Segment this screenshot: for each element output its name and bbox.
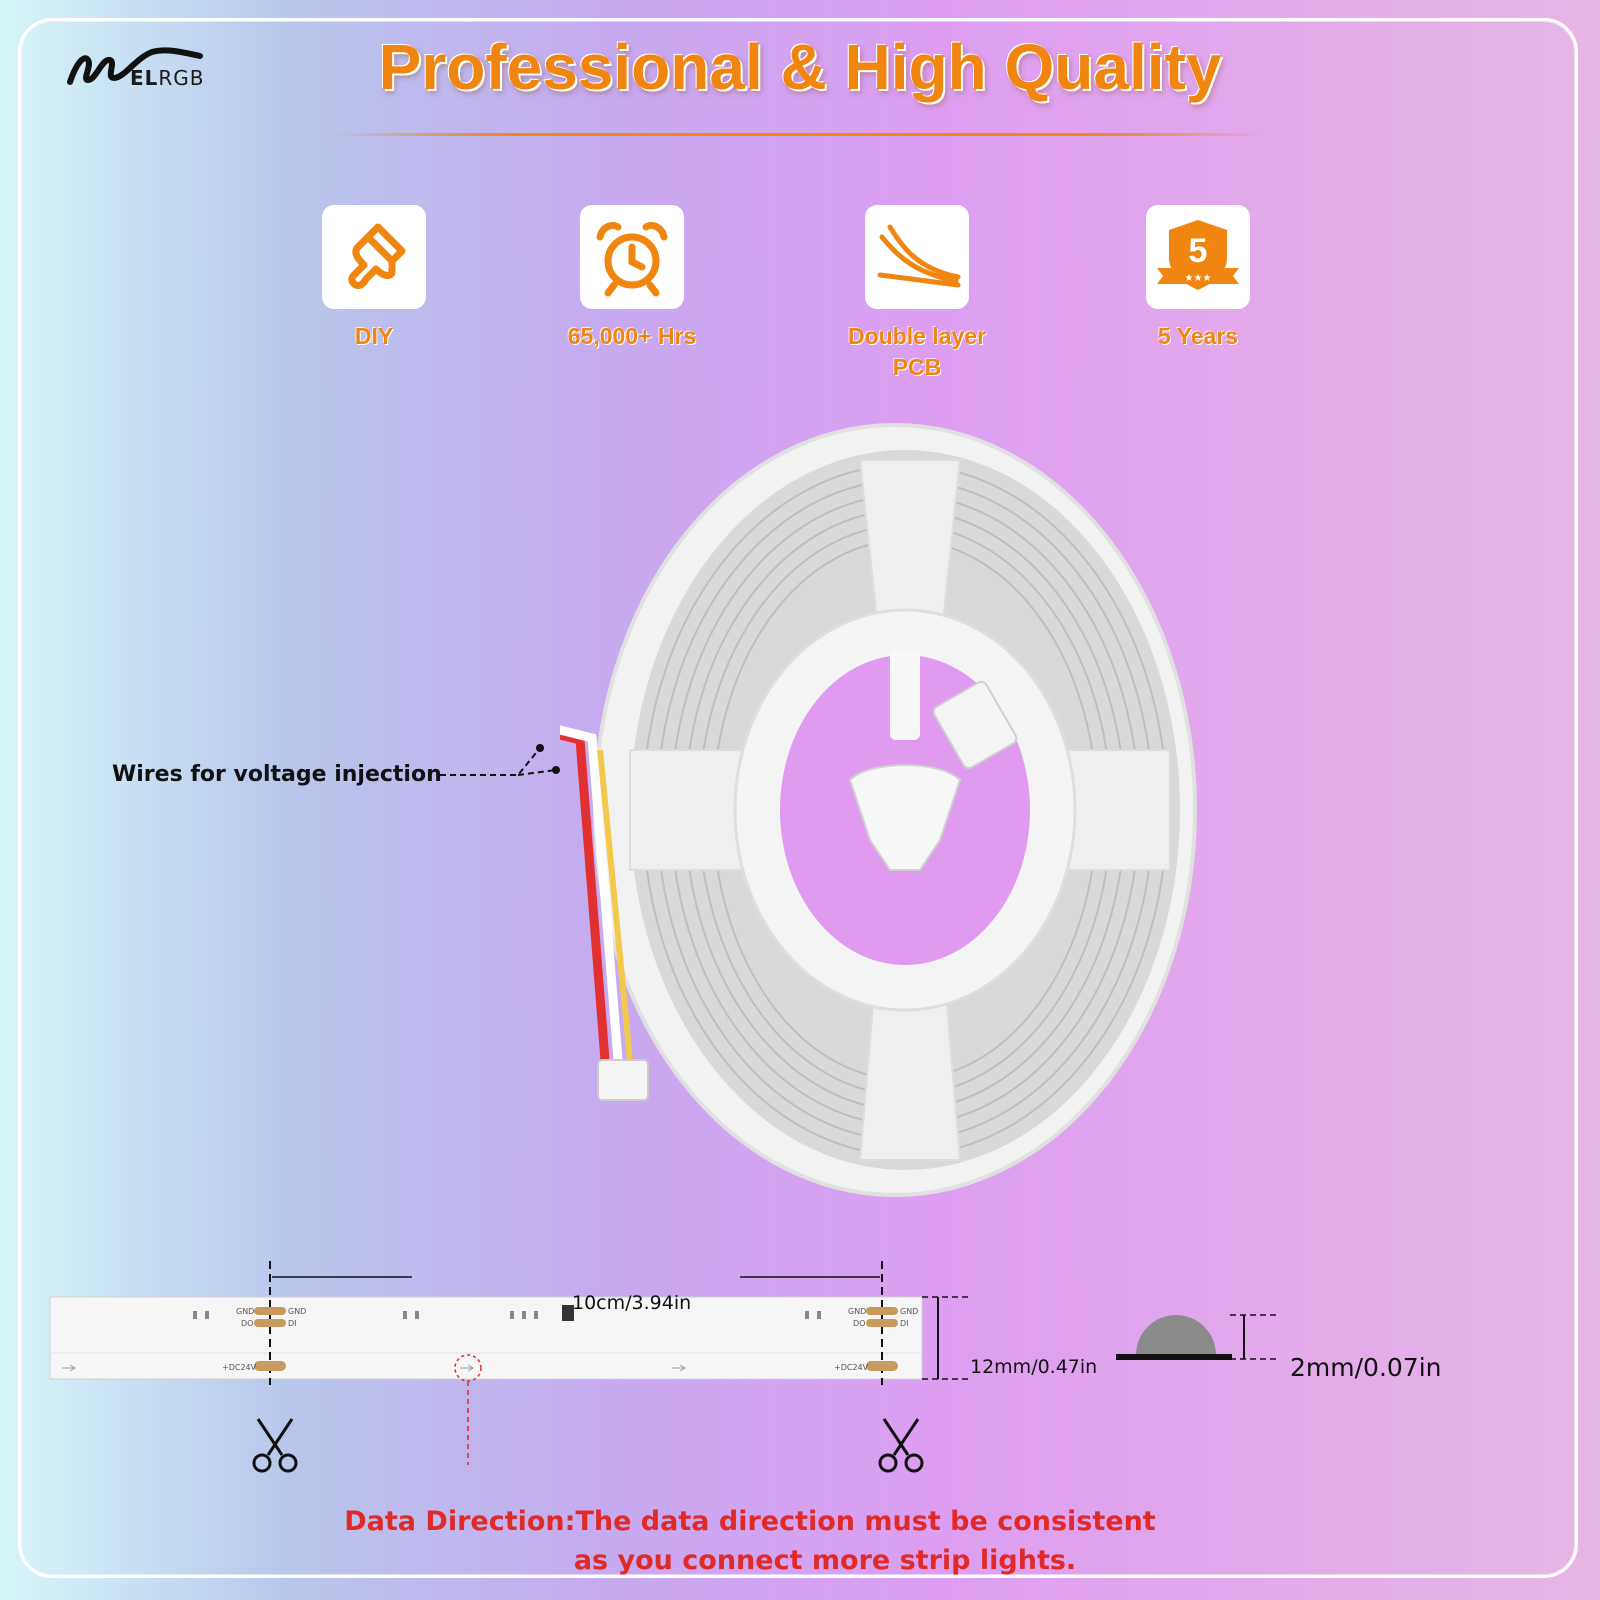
scissors-icon (874, 1415, 928, 1479)
svg-text:★★★: ★★★ (1185, 273, 1212, 284)
strip-dimension-diagram: GND GND DO DI +DC24V GND GND DO DI +DC24… (49, 1261, 1276, 1465)
feature-icon-box (322, 205, 426, 309)
data-direction-warning: Data Direction:The data direction must b… (300, 1502, 1200, 1580)
brand-logo-text: ELRGB (130, 66, 205, 90)
svg-text:DO: DO (853, 1319, 865, 1328)
warning-line-1: Data Direction:The data direction must b… (344, 1506, 1156, 1537)
wires-leader-line (440, 744, 560, 776)
page-title: Professional & High Quality (378, 31, 1222, 103)
led-strip-reel-image (560, 423, 1197, 1197)
feature-label: DIY (354, 323, 394, 349)
feature-icon-box: 5 ★★★ (1146, 205, 1250, 309)
page-frame (18, 18, 1578, 1578)
strip-width-label: 12mm/0.47in (970, 1356, 1098, 1378)
title-underline (330, 133, 1270, 136)
svg-text:+DC24V: +DC24V (834, 1363, 869, 1372)
warning-line-2: as you connect more strip lights. (573, 1545, 1077, 1576)
feature-lifespan: 65,000+ Hrs (502, 205, 762, 352)
layers-icon (877, 224, 961, 288)
brush-icon (348, 223, 406, 289)
svg-text:+DC24V: +DC24V (222, 1363, 257, 1372)
brand-logo-icon (67, 47, 203, 85)
svg-text:DO: DO (241, 1319, 253, 1328)
svg-text:5: 5 (1189, 232, 1208, 270)
feature-icon-box (865, 205, 969, 309)
svg-text:GND: GND (236, 1307, 254, 1316)
feature-label: 5 Years (1157, 323, 1239, 349)
feature-icon-box (580, 205, 684, 309)
strip-height-label: 2mm/0.07in (1290, 1353, 1442, 1382)
svg-text:DI: DI (288, 1319, 297, 1328)
feature-warranty: 5 ★★★ 5 Years (1068, 205, 1328, 352)
feature-diy: DIY (244, 205, 504, 352)
svg-text:GND: GND (900, 1307, 918, 1316)
svg-text:GND: GND (848, 1307, 866, 1316)
alarm-clock-icon (596, 221, 668, 297)
svg-text:GND: GND (288, 1307, 306, 1316)
wires-annotation-label: Wires for voltage injection (112, 762, 442, 787)
scissors-icon (248, 1415, 302, 1479)
svg-text:DI: DI (900, 1319, 909, 1328)
segment-length-label: 10cm/3.94in (572, 1292, 692, 1314)
warranty-shield-icon: 5 ★★★ (1157, 220, 1239, 290)
feature-label: 65,000+ Hrs (567, 323, 697, 349)
